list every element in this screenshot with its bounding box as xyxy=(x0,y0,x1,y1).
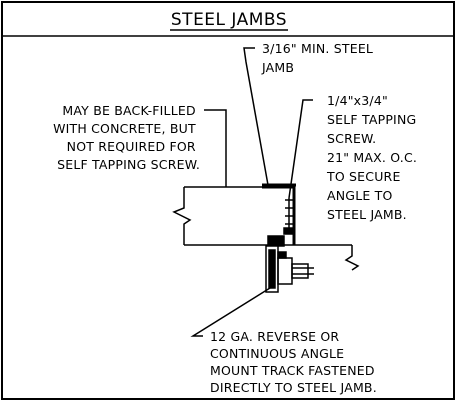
leader-screw xyxy=(288,99,313,199)
label-steel-jamb-line-1: 3/16" MIN. STEEL xyxy=(262,41,373,56)
leader-steel-jamb xyxy=(243,47,269,186)
leader-track xyxy=(190,287,271,337)
leader-backfill xyxy=(204,109,227,187)
label-backfill: MAY BE BACK-FILLED WITH CONCRETE, BUT NO… xyxy=(53,103,200,172)
label-track-line-3: MOUNT TRACK FASTENED xyxy=(210,363,375,378)
label-screw-line-2: SELF TAPPING xyxy=(327,112,416,127)
label-backfill-line-2: WITH CONCRETE, BUT xyxy=(53,121,196,136)
label-screw-line-1: 1/4"x3/4" xyxy=(327,93,388,108)
label-backfill-line-4: SELF TAPPING SCREW. xyxy=(57,157,200,172)
self-tapping-screw xyxy=(283,198,295,235)
label-screw-line-7: STEEL JAMB. xyxy=(327,207,407,222)
label-screw-line-4: 21" MAX. O.C. xyxy=(327,150,417,165)
angle-track-mount xyxy=(265,235,314,293)
label-track-line-4: DIRECTLY TO STEEL JAMB. xyxy=(210,380,377,395)
label-track-line-2: CONTINUOUS ANGLE xyxy=(210,346,344,361)
label-backfill-line-1: MAY BE BACK-FILLED xyxy=(62,103,195,118)
label-track: 12 GA. REVERSE OR CONTINUOUS ANGLE MOUNT… xyxy=(210,329,379,395)
label-track-line-1: 12 GA. REVERSE OR xyxy=(210,329,339,344)
drawing-title: STEEL JAMBS xyxy=(171,10,287,30)
label-backfill-line-3: NOT REQUIRED FOR xyxy=(67,139,196,154)
label-steel-jamb: 3/16" MIN. STEEL JAMB xyxy=(261,41,377,75)
label-screw: 1/4"x3/4" SELF TAPPING SCREW. 21" MAX. O… xyxy=(326,93,421,222)
label-screw-line-6: ANGLE TO xyxy=(327,188,393,203)
label-steel-jamb-line-2: JAMB xyxy=(261,60,294,75)
label-screw-line-3: SCREW. xyxy=(327,131,376,146)
label-screw-line-5: TO SECURE xyxy=(326,169,401,184)
